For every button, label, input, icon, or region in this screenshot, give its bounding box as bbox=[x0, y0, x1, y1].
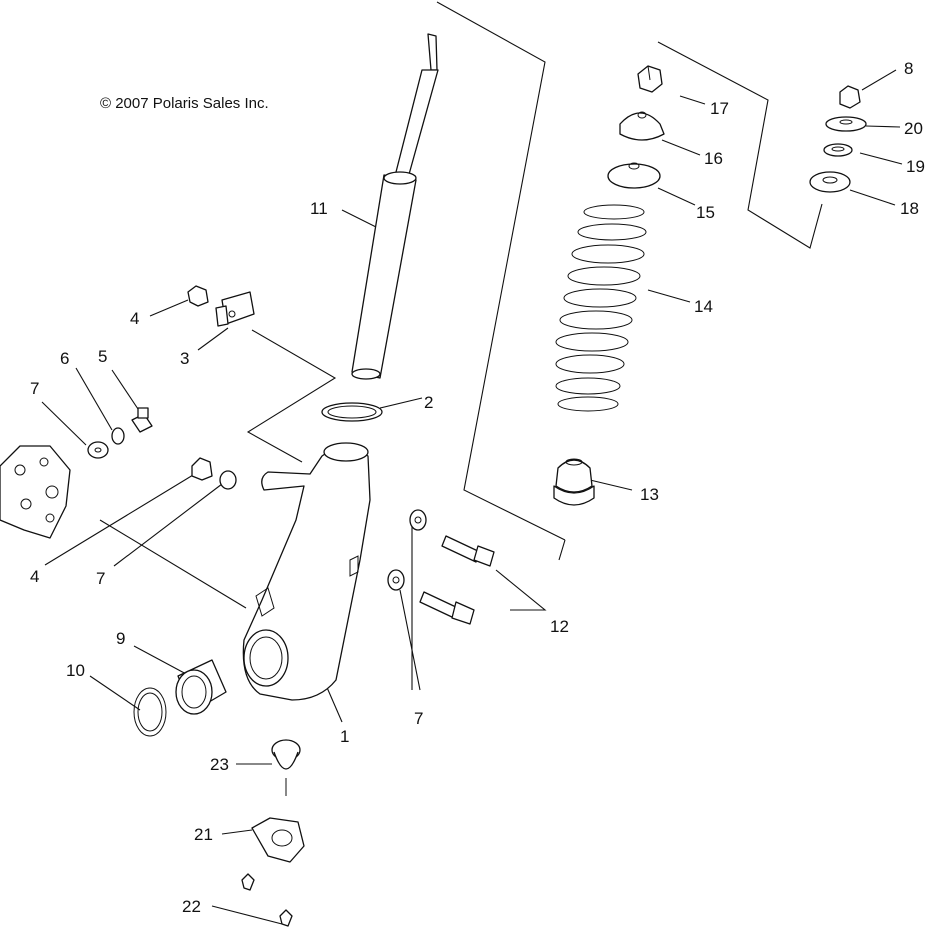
callout-13: 13 bbox=[640, 485, 659, 504]
callout-21: 21 bbox=[194, 825, 213, 844]
callout-14: 14 bbox=[694, 297, 713, 316]
washer-7-right-upper bbox=[409, 509, 427, 531]
bushing-18 bbox=[809, 171, 851, 193]
callout-labels: 1 2 3 4 4 5 6 7 7 7 8 9 10 11 12 13 14 1… bbox=[30, 59, 925, 916]
callout-10: 10 bbox=[66, 661, 85, 680]
callout-23: 23 bbox=[210, 755, 229, 774]
callout-7-left: 7 bbox=[30, 379, 39, 398]
copyright-notice: © 2007 Polaris Sales Inc. bbox=[100, 95, 269, 112]
coil-spring bbox=[555, 204, 647, 412]
callout-6: 6 bbox=[60, 349, 69, 368]
top-nut-right bbox=[839, 85, 861, 109]
leader-lines bbox=[41, 69, 903, 925]
upper-mount bbox=[619, 111, 665, 141]
nut-4-lower bbox=[191, 457, 213, 481]
bolt-12-lower bbox=[419, 591, 475, 625]
callout-5: 5 bbox=[98, 347, 107, 366]
strut-shock-absorber bbox=[351, 33, 439, 380]
washer-7-left bbox=[87, 441, 109, 459]
ball-joint bbox=[271, 739, 301, 796]
wheel-bearing bbox=[175, 659, 227, 715]
callout-19: 19 bbox=[906, 157, 925, 176]
callout-7-mid: 7 bbox=[96, 569, 105, 588]
callout-7-right: 7 bbox=[414, 709, 423, 728]
callout-1: 1 bbox=[340, 727, 349, 746]
washer-20 bbox=[825, 116, 867, 132]
washer-7-right-lower bbox=[387, 569, 405, 591]
callout-3: 3 bbox=[180, 349, 189, 368]
snap-ring bbox=[133, 687, 167, 737]
callout-11: 11 bbox=[310, 199, 328, 218]
callout-4-lower: 4 bbox=[30, 567, 39, 586]
callout-22: 22 bbox=[182, 897, 201, 916]
washer-19 bbox=[823, 143, 853, 157]
o-ring-2 bbox=[321, 402, 383, 422]
callout-20: 20 bbox=[904, 119, 923, 138]
brake-line-clip bbox=[215, 291, 255, 327]
steering-knuckle bbox=[242, 442, 371, 701]
callout-8: 8 bbox=[904, 59, 913, 78]
fastener-22-upper bbox=[241, 873, 255, 891]
callout-12: 12 bbox=[550, 617, 569, 636]
callout-16: 16 bbox=[704, 149, 723, 168]
bump-stop bbox=[553, 458, 595, 506]
nut-4-upper bbox=[187, 285, 209, 307]
callout-17: 17 bbox=[710, 99, 729, 118]
callout-9: 9 bbox=[116, 629, 125, 648]
bolt-12-upper bbox=[441, 535, 495, 567]
washer-7-mid bbox=[219, 470, 237, 490]
top-nut bbox=[637, 65, 663, 93]
callout-15: 15 bbox=[696, 203, 715, 222]
spring-seat bbox=[607, 162, 661, 189]
fastener-22-lower bbox=[279, 909, 293, 927]
callout-2: 2 bbox=[424, 393, 433, 412]
bolt-5 bbox=[131, 407, 153, 433]
brake-caliper bbox=[0, 445, 71, 539]
washer-6 bbox=[111, 427, 125, 445]
callout-4-upper: 4 bbox=[130, 309, 139, 328]
assembly-bracket-lines bbox=[246, 1, 823, 561]
callout-18: 18 bbox=[900, 199, 919, 218]
ball-joint-plate bbox=[251, 817, 305, 863]
